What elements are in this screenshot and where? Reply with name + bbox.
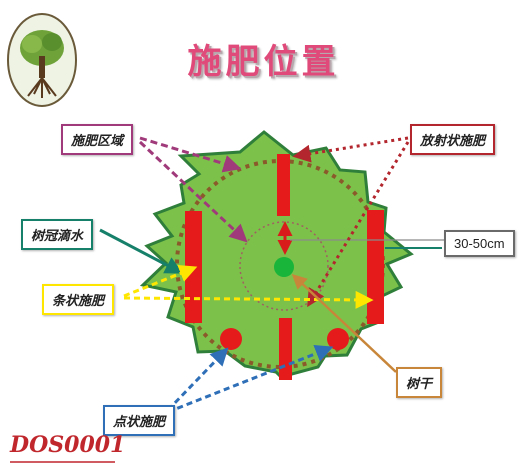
- spot-left: [220, 328, 242, 350]
- fertilize-zone-arrow-1: [139, 136, 242, 173]
- radial-arrow-1: [292, 136, 409, 163]
- watermark: DOS0001: [10, 432, 126, 458]
- trunk-dot: [274, 257, 294, 277]
- trunk-arrow: [291, 273, 397, 373]
- label-fertilize-zone: 施肥区域: [61, 124, 134, 155]
- label-strip-fertilize: 条状施肥: [42, 284, 115, 315]
- label-radial-fertilize: 放射状施肥: [410, 124, 496, 155]
- bottom-radial-bar: [279, 318, 292, 380]
- canopy-drip-arrow: [99, 228, 184, 274]
- strip-arrow-1: [123, 264, 198, 298]
- fertilize-zone-arrow-2: [138, 140, 248, 243]
- label-trunk: 树干: [396, 367, 443, 398]
- label-canopy-drip: 树冠滴水: [21, 219, 94, 250]
- label-spot-fertilize: 点状施肥: [103, 405, 176, 436]
- strip-arrow-2: [123, 290, 374, 309]
- right-strip-bar: [367, 210, 384, 324]
- label-distance: 30-50cm: [444, 230, 515, 257]
- spot-right: [327, 328, 349, 350]
- top-radial-bar: [277, 154, 290, 216]
- spot-arrow-1: [166, 347, 229, 412]
- tree-logo-icon: [7, 13, 77, 107]
- inner-zone-circle: [239, 221, 329, 311]
- spot-arrow-2: [167, 344, 334, 414]
- page-title: 施肥位置: [187, 42, 340, 82]
